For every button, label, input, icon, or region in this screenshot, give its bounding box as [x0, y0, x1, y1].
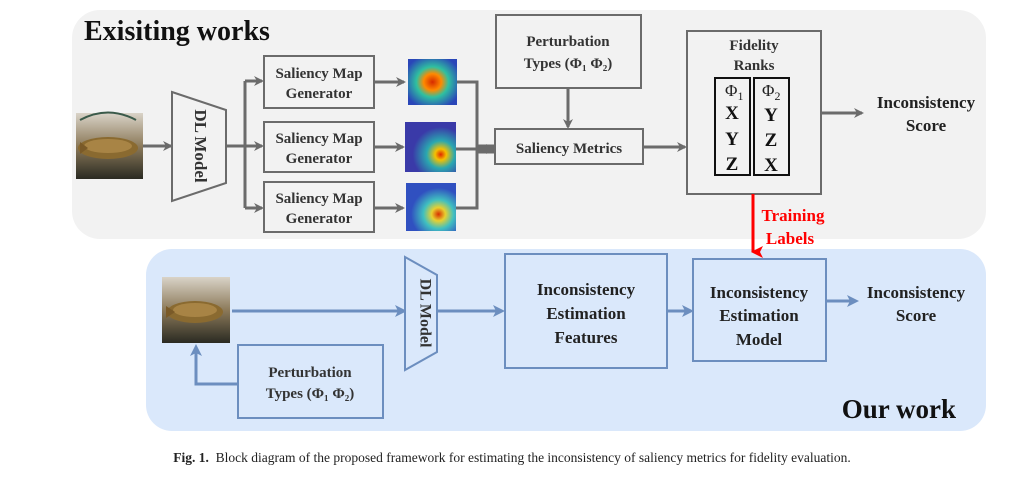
fidelity-line1: Fidelity: [729, 38, 779, 54]
saliency-generator-3: Saliency Map Generator: [263, 181, 375, 233]
top-score-line1: Inconsistency: [877, 93, 976, 112]
features-line2: Estimation: [546, 304, 626, 323]
features-line3: Features: [555, 328, 618, 347]
top-score-line2: Score: [906, 116, 947, 135]
dl-model-label-top: DL Model: [191, 109, 210, 182]
phi2-header: Φ2: [762, 81, 780, 103]
perturbation-types-bottom: Perturbation Types (Φ₁ Φ₂): [237, 344, 384, 419]
generator-1-line2: Generator: [286, 86, 353, 102]
rank-phi1-2: Y: [725, 129, 739, 150]
rank-phi2-3: X: [764, 155, 778, 176]
generator-3-line2: Generator: [286, 211, 353, 227]
generator-1-line1: Saliency Map: [275, 66, 362, 82]
fidelity-ranks-block: Fidelity Ranks Φ1 Φ2 X Y Z Y Z X: [686, 30, 822, 195]
saliency-generator-2: Saliency Map Generator: [263, 121, 375, 173]
dl-model-block-bottom: [404, 255, 438, 372]
perturbation-types-top: Perturbation Types (Φ₁ Φ₂): [495, 14, 642, 89]
merge-arrows: [456, 80, 496, 210]
bottom-score-line1: Inconsistency: [867, 283, 966, 302]
rank-phi2-2: Z: [765, 130, 778, 151]
rank-phi1-1: X: [725, 103, 739, 124]
caption-label: Fig. 1.: [173, 450, 209, 465]
model-line2: Estimation: [719, 306, 799, 325]
perturbation-top-line1: Perturbation: [526, 34, 610, 50]
generator-heatmap-arrows: [374, 77, 406, 213]
input-image-fish: [76, 111, 143, 179]
generator-2-line2: Generator: [286, 151, 353, 167]
estimation-features-block: Inconsistency Estimation Features: [504, 253, 668, 369]
perturbation-bottom-line2: Types (Φ₁ Φ₂): [266, 386, 355, 402]
arrow-perturbation-to-image: [190, 344, 238, 386]
input-image-fish-bottom: [162, 277, 230, 343]
rank-column-phi1: [714, 77, 751, 176]
training-labels-line1: Training: [762, 206, 825, 225]
generator-2-line1: Saliency Map: [275, 131, 362, 147]
branch-arrows: [226, 76, 264, 213]
saliency-metrics-block: Saliency Metrics: [494, 128, 644, 165]
perturbation-top-line2: Types (Φ₁ Φ₂): [524, 56, 613, 72]
features-line1: Inconsistency: [537, 280, 636, 299]
block-diagram: Exisiting works DL Model Saliency Map Ge…: [72, 10, 986, 431]
fidelity-line2: Ranks: [734, 58, 775, 74]
figure-caption: Fig. 1. Block diagram of the proposed fr…: [0, 450, 1024, 466]
saliency-generator-1: Saliency Map Generator: [263, 55, 375, 109]
phi1-header: Φ1: [725, 81, 743, 103]
estimation-model-block: Inconsistency Estimation Model: [692, 258, 827, 362]
training-labels-line2: Labels: [766, 229, 815, 248]
saliency-heatmap-3: [406, 183, 456, 231]
saliency-heatmap-1: [408, 59, 457, 105]
our-work-title: Our work: [842, 394, 956, 424]
rank-phi2-1: Y: [764, 105, 778, 126]
caption-text: Block diagram of the proposed framework …: [215, 450, 851, 465]
dl-model-label-bottom: DL Model: [416, 279, 433, 348]
rank-phi1-3: Z: [726, 154, 739, 175]
dl-model-block-top: [171, 90, 227, 203]
existing-works-title: Exisiting works: [84, 16, 270, 47]
perturbation-bottom-line1: Perturbation: [268, 365, 352, 381]
saliency-metrics-label: Saliency Metrics: [516, 141, 622, 157]
generator-3-line1: Saliency Map: [275, 191, 362, 207]
bottom-score-line2: Score: [896, 306, 937, 325]
rank-column-phi2: [753, 77, 790, 176]
model-line1: Inconsistency: [710, 283, 809, 302]
saliency-heatmap-2: [405, 122, 456, 172]
model-line3: Model: [736, 330, 783, 349]
